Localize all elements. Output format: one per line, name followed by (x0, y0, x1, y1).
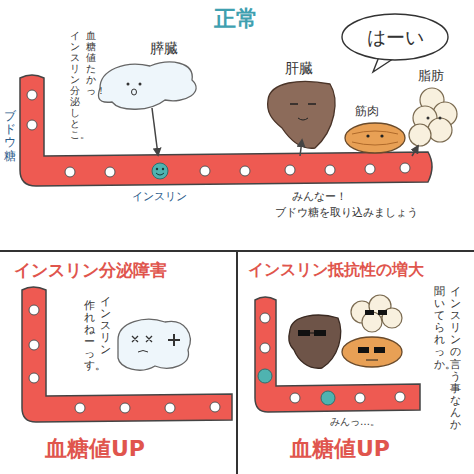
vertical-note: ブドウ糖 (4, 110, 16, 163)
illustration-part (162, 168, 164, 170)
illustration-part (409, 124, 431, 146)
illustration-part (351, 295, 402, 332)
vertical-note: 聞いてられっか。 (434, 286, 445, 371)
text-label: 血糖値UP (290, 436, 390, 462)
illustration-part (236, 251, 238, 474)
illustration-part (325, 165, 335, 175)
bubble-ellipse (342, 14, 448, 60)
illustration-part (120, 403, 130, 413)
text-label: 肝臓 (285, 60, 313, 77)
illustration-part (132, 336, 152, 342)
illustration-part (260, 313, 405, 403)
illustration-part (285, 165, 295, 175)
illustration-part (298, 330, 310, 336)
text-label: 血糖値UP (45, 436, 145, 462)
illustration-part (428, 118, 452, 142)
vertical-note: 血糖値たかっ！ (86, 30, 96, 96)
illustration-part (342, 337, 402, 367)
illustration-part (427, 117, 430, 120)
illustration-part (168, 334, 180, 346)
illustration-part (156, 173, 164, 175)
illustration-part (289, 315, 341, 368)
illustration-part (365, 310, 374, 315)
illustration-part (260, 313, 270, 323)
illustration-part (127, 83, 130, 86)
illustration-part (374, 347, 385, 353)
illustration-part (352, 131, 398, 145)
illustration-part (366, 360, 378, 361)
illustration-part (366, 134, 369, 137)
vertical-note: インスリン分泌しとこ。 (70, 30, 80, 140)
illustration-part (165, 403, 175, 413)
vertical-note: 作れねーっす。 (84, 300, 95, 373)
illustration-part (27, 120, 37, 130)
text-label: ブドウ糖を取り込みましょう (275, 206, 418, 219)
speech-bubble: はーい (340, 12, 450, 62)
illustration-part (321, 391, 335, 405)
illustration-part (156, 168, 158, 170)
illustration-part (132, 89, 137, 95)
illustration-part (29, 305, 39, 315)
illustration-part (255, 297, 420, 412)
illustration-part (65, 167, 75, 177)
text-label: インスリン (132, 190, 187, 203)
illustration-part (105, 167, 115, 177)
vertical-note: インスリンの言う事なんか (450, 286, 461, 431)
illustration-part (98, 62, 196, 109)
illustration-part (118, 319, 190, 370)
illustration-part (152, 163, 168, 179)
illustration-part (314, 330, 326, 336)
illustration-part (400, 163, 410, 173)
illustration-part (358, 347, 369, 353)
illustration-part (439, 117, 442, 120)
vertical-note: インスリン (100, 296, 111, 356)
text-label: 脂肪 (418, 68, 444, 84)
text-label: 筋肉 (355, 104, 379, 118)
illustration-part (139, 83, 142, 86)
illustration-part (152, 108, 158, 155)
illustration-part (298, 118, 308, 120)
illustration-part (29, 340, 39, 350)
illustration-part (268, 81, 335, 148)
illustration-part (20, 75, 432, 186)
illustration-part (29, 373, 39, 383)
illustration-part (27, 90, 410, 177)
illustration-part (365, 164, 375, 174)
illustration-part (409, 88, 457, 146)
illustration-part (200, 166, 210, 176)
illustration-part (395, 392, 405, 402)
illustration-part (22, 287, 232, 422)
speech-text: はーい (367, 26, 424, 49)
panel-heading: 正常 (214, 6, 258, 32)
illustration-part (260, 343, 270, 353)
illustration-part (27, 90, 37, 100)
illustration-part (378, 310, 387, 315)
illustration-part (240, 166, 250, 176)
panel-heading: インスリン分泌障害 (14, 260, 167, 280)
illustration-part (290, 103, 316, 105)
illustration-part (138, 351, 148, 353)
illustration-part (355, 393, 365, 403)
illustration-part (300, 140, 302, 156)
illustration-part (29, 305, 220, 413)
illustration-part (258, 369, 272, 383)
text-label: みんなー！ (292, 190, 347, 203)
illustration-part (290, 393, 300, 403)
illustration-part (380, 134, 383, 137)
illustration-part (210, 402, 220, 412)
illustration-part (412, 146, 418, 156)
panel-heading: インスリン抵抗性の増大 (248, 260, 424, 279)
text-label: 膵臓 (150, 40, 178, 57)
illustration-part (75, 403, 85, 413)
illustration-part (310, 333, 314, 334)
illustration-part (345, 123, 405, 153)
text-label: みんっ…。 (330, 416, 380, 428)
